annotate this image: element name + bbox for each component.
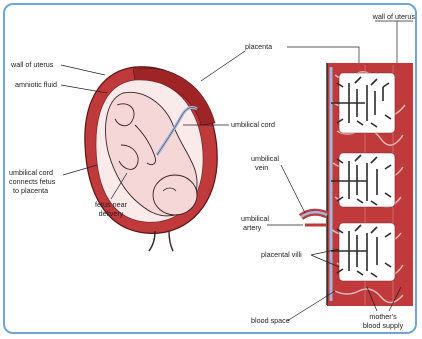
placenta-section <box>301 63 413 306</box>
fetus-head <box>153 175 197 215</box>
label-amniotic-fluid: amniotic fluid <box>15 80 57 89</box>
diagram-frame: wall of uterus placenta wall of uterus a… <box>3 3 417 334</box>
label-cord-connects-1: umbilical cord <box>9 168 53 177</box>
uterus-illustration <box>85 67 217 251</box>
label-fetus-1: fetus near <box>95 200 128 209</box>
label-wall-of-uterus-left: wall of uterus <box>10 60 54 69</box>
label-cord-connects-2: connects fetus <box>9 177 56 186</box>
label-umbilical-vein-1: umbilical <box>251 154 279 163</box>
fetus-leg <box>115 104 134 126</box>
label-mothers-blood-1: mother's <box>369 312 397 321</box>
label-wall-of-uterus-top: wall of uterus <box>372 12 416 21</box>
label-umbilical-artery-2: artery <box>243 223 262 232</box>
placenta-diagram: wall of uterus placenta wall of uterus a… <box>5 5 417 334</box>
label-placenta: placenta <box>245 42 272 51</box>
label-blood-space: blood space <box>251 316 290 325</box>
label-fetus-2: delivery <box>99 209 124 218</box>
label-umbilical-cord: umbilical cord <box>231 120 275 129</box>
label-mothers-blood-2: blood supply <box>363 321 404 330</box>
label-placental-villi: placental villi <box>261 250 302 259</box>
label-umbilical-artery-1: umbilical <box>241 214 269 223</box>
label-umbilical-vein-2: vein <box>255 163 268 172</box>
leader-umbilical-vein <box>281 165 305 213</box>
label-cord-connects-3: to placenta <box>13 186 48 195</box>
leader-wall-of-uterus-top <box>375 21 413 63</box>
leader-wall-of-uterus-left <box>61 65 105 75</box>
